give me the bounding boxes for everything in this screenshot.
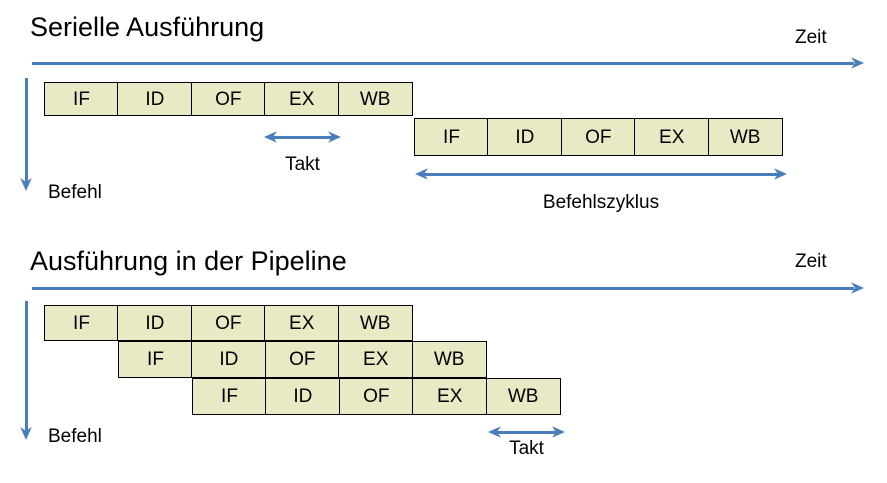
stage-box-wb[interactable]: WB: [707, 118, 783, 156]
time-axis-serial: [32, 56, 865, 70]
stage-box-id[interactable]: ID: [487, 118, 563, 156]
instruction-axis-shaft: [25, 301, 28, 431]
takt-measure-arrow-pipeline: [487, 425, 566, 439]
pipeline-instruction-row-2: IF ID OF EX WB: [118, 341, 487, 378]
stage-box-if[interactable]: IF: [118, 341, 193, 378]
befehlszyklus-label: Befehlszyklus: [542, 192, 660, 213]
stage-box-of[interactable]: OF: [560, 118, 636, 156]
stage-box-ex[interactable]: EX: [634, 118, 710, 156]
stage-box-id[interactable]: ID: [117, 305, 193, 341]
time-axis-label-serial: Zeit: [795, 27, 827, 48]
stage-box-id[interactable]: ID: [265, 378, 341, 415]
stage-box-ex[interactable]: EX: [338, 341, 414, 378]
stage-box-of[interactable]: OF: [190, 305, 266, 341]
instruction-axis-label-serial: Befehl: [48, 182, 102, 203]
arrowhead-right-icon: [328, 130, 342, 144]
stage-box-id[interactable]: ID: [191, 341, 267, 378]
stage-box-wb[interactable]: WB: [337, 82, 413, 116]
stage-box-ex[interactable]: EX: [412, 378, 488, 415]
stage-box-if[interactable]: IF: [414, 118, 489, 156]
arrowhead-right-icon: [851, 281, 865, 295]
stage-box-id[interactable]: ID: [117, 82, 193, 116]
arrowhead-right-icon: [851, 56, 865, 70]
serial-instruction-row-1: IF ID OF EX WB: [44, 82, 413, 116]
instruction-axis-pipeline: [19, 301, 33, 441]
section-title-pipeline: Ausführung in der Pipeline: [30, 246, 347, 276]
arrowhead-right-icon: [774, 167, 788, 181]
pipeline-instruction-row-1: IF ID OF EX WB: [44, 305, 413, 341]
stage-box-if[interactable]: IF: [192, 378, 267, 415]
takt-label-pipeline: Takt: [509, 438, 544, 459]
takt-measure-shaft: [494, 431, 559, 434]
takt-measure-arrow-serial: [263, 130, 342, 144]
stage-box-if[interactable]: IF: [44, 82, 119, 116]
stage-box-wb[interactable]: WB: [485, 378, 561, 415]
serial-instruction-row-2: IF ID OF EX WB: [414, 118, 783, 156]
stage-box-of[interactable]: OF: [264, 341, 340, 378]
stage-box-wb[interactable]: WB: [411, 341, 487, 378]
time-axis-shaft: [32, 287, 854, 290]
takt-label-serial: Takt: [285, 154, 320, 175]
arrowhead-down-icon: [19, 427, 33, 441]
arrowhead-down-icon: [19, 178, 33, 192]
time-axis-shaft: [32, 62, 854, 65]
stage-box-of[interactable]: OF: [190, 82, 266, 116]
befehlszyklus-measure-shaft: [421, 173, 781, 176]
stage-box-of[interactable]: OF: [338, 378, 414, 415]
stage-box-ex[interactable]: EX: [264, 82, 340, 116]
befehlszyklus-measure-arrow: [414, 167, 788, 181]
instruction-axis-serial: [19, 78, 33, 192]
time-axis-label-pipeline: Zeit: [795, 251, 827, 272]
section-title-serial: Serielle Ausführung: [30, 12, 265, 42]
instruction-axis-shaft: [25, 78, 28, 182]
time-axis-pipeline: [32, 281, 865, 295]
arrowhead-right-icon: [552, 425, 566, 439]
stage-box-if[interactable]: IF: [44, 305, 119, 341]
stage-box-wb[interactable]: WB: [337, 305, 413, 341]
instruction-axis-label-pipeline: Befehl: [48, 426, 102, 447]
stage-box-ex[interactable]: EX: [264, 305, 340, 341]
takt-measure-shaft: [270, 136, 335, 139]
pipeline-instruction-row-3: IF ID OF EX WB: [192, 378, 561, 415]
